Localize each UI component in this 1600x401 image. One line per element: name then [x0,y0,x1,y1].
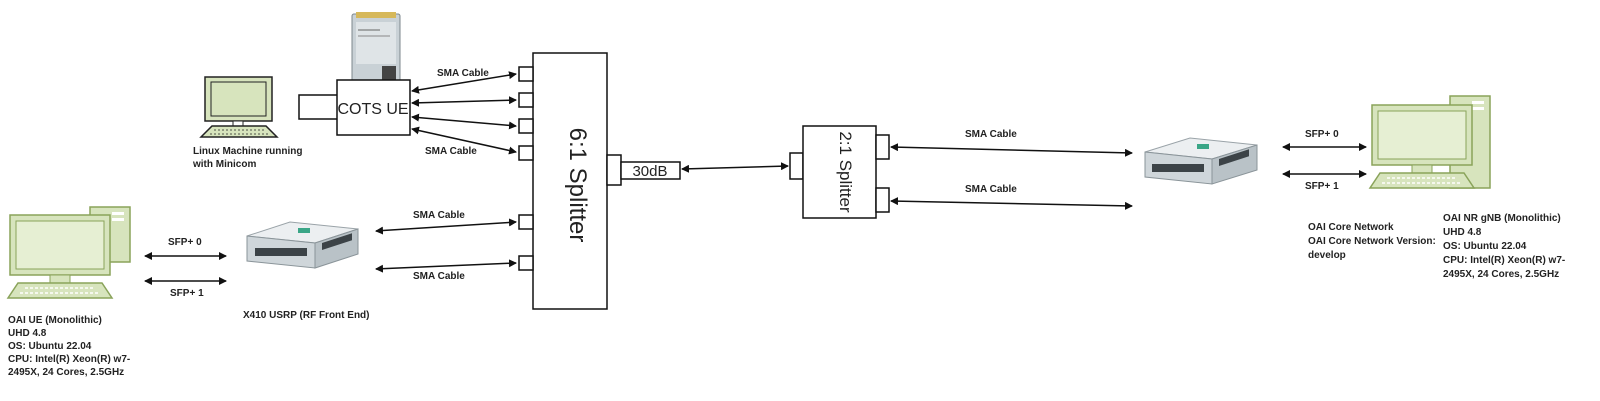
cots-ue-module-icon [351,12,401,91]
splitter-6-1-port-1 [518,66,534,82]
splitter-2-1-port-1 [875,134,890,160]
oai-core-line-2: develop [1308,250,1346,261]
oai-gnb-line-2: OS: Ubuntu 22.04 [1443,241,1527,252]
sfp0-left-label: SFP+ 0 [168,237,202,248]
attenuator-box [620,161,681,180]
oai-gnb-line-0: OAI NR gNB (Monolithic) [1443,213,1561,224]
linux-machine-line-1: with Minicom [192,159,256,170]
sfp1-right-label: SFP+ 1 [1305,181,1339,192]
sma-ue-top-label: SMA Cable [437,68,489,79]
sfp1-left-label: SFP+ 1 [170,288,204,299]
sma-gnb-top-label: SMA Cable [965,129,1017,140]
splitter-6-1-port-3 [518,118,534,134]
splitter-6-1-port-2 [518,92,534,108]
splitter-2-1-in-port [789,152,804,180]
oai-ue-line-2: OS: Ubuntu 22.04 [8,341,92,352]
splitter-6-1-label: 6:1 Splitter [564,128,591,243]
oai-ue-line-0: OAI UE (Monolithic) [8,315,102,326]
oai-ue-line-3: CPU: Intel(R) Xeon(R) w7- [8,354,130,365]
oai-core-line-0: OAI Core Network [1308,222,1394,233]
sma-ue-arrow-4 [411,126,517,155]
sma-ue-bottom-label: SMA Cable [425,146,477,157]
sma-gnb-bottom-arrow [890,197,1133,210]
ue-computer-icon [6,206,131,299]
sma-usrp-top-arrow [375,218,517,235]
sma-ue-arrow-2 [411,96,517,107]
usrp-right-device-icon [1144,137,1258,185]
linux-machine-line-0: Linux Machine running [193,146,302,157]
cots-ue-box [336,79,411,136]
attenuator-to-splitter-arrow [681,162,789,173]
cots-ue-connector [298,94,339,120]
attenuator-label: 30dB [632,163,667,180]
splitter-6-1-out-port [606,154,622,186]
splitter-6-1-port-4 [518,145,534,161]
splitter-6-1-port-6 [518,255,534,271]
usrp-left-device-icon [246,221,359,269]
splitter-6-1-port-5 [518,214,534,230]
oai-core-line-1: OAI Core Network Version: [1308,236,1436,247]
cots-ue-label: COTS UE [337,101,408,118]
sma-ue-arrow-1 [411,71,517,94]
splitter-6-1-box [532,52,608,310]
oai-gnb-line-3: CPU: Intel(R) Xeon(R) w7- [1443,255,1565,266]
sma-usrp-bottom-label: SMA Cable [413,271,465,282]
splitter-2-1-label: 2:1 Splitter [836,131,855,213]
oai-gnb-line-1: UHD 4.8 [1443,227,1482,238]
linux-machine-icon [199,76,279,138]
splitter-2-1-port-2 [875,187,890,213]
sfp0-right-label: SFP+ 0 [1305,129,1339,140]
sma-usrp-top-label: SMA Cable [413,210,465,221]
sma-gnb-bottom-label: SMA Cable [965,184,1017,195]
sma-ue-arrow-3 [411,113,517,130]
splitter-2-1-box [802,125,877,219]
oai-ue-line-1: UHD 4.8 [8,328,47,339]
sma-usrp-bottom-arrow [375,259,517,273]
sma-gnb-top-arrow [890,143,1133,157]
oai-ue-line-4: 2495X, 24 Cores, 2.5GHz [8,367,124,378]
gnb-computer-icon [1368,95,1491,189]
oai-gnb-line-4: 2495X, 24 Cores, 2.5GHz [1443,269,1559,280]
x410-usrp-label: X410 USRP (RF Front End) [243,310,370,321]
